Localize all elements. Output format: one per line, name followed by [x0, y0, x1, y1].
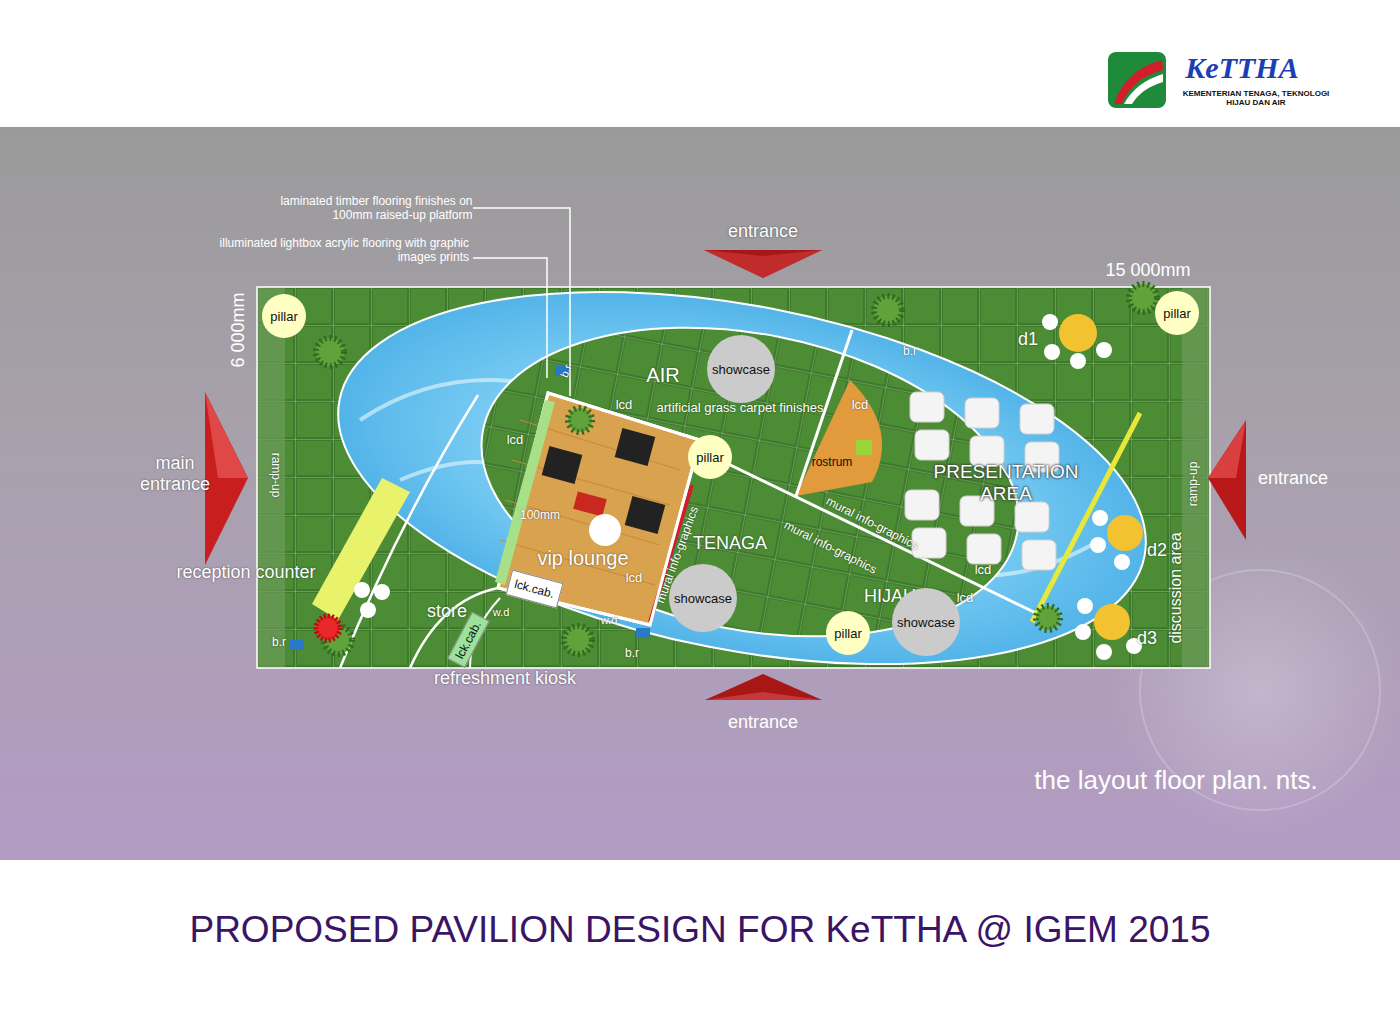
bin-label: b.r [272, 636, 286, 650]
round-fixture: showcase [669, 564, 737, 632]
ramp-label: ramp-up [1187, 462, 1201, 507]
screen-label: lcd [616, 398, 633, 413]
logo-subtitle: KEMENTERIAN TENAGA, TEKNOLOGI HIJAU DAN … [1171, 89, 1341, 107]
round-fixture: showcase [707, 335, 775, 403]
dimension: 15 000mm [1105, 260, 1190, 281]
node-text: pillar [270, 309, 297, 324]
node-text: lck.cab. [513, 577, 556, 601]
door-label: w.d [601, 614, 618, 627]
node-text: pillar [834, 626, 861, 641]
kiosk-label: refreshment kiosk [434, 668, 576, 689]
zone-label: TENAGA [693, 533, 767, 554]
page-title: PROPOSED PAVILION DESIGN FOR KeTTHA @ IG… [189, 909, 1210, 952]
screen-label: lcd [975, 563, 992, 578]
bin-label: b.r [625, 647, 639, 661]
zone-label: vip lounge [537, 547, 628, 570]
plan-caption: the layout floor plan. nts. [1034, 766, 1317, 796]
rostrum-label: rostrum [812, 456, 853, 470]
entrance-label: entrance [1258, 468, 1328, 489]
bin-label: b.r [903, 345, 917, 359]
screen-label: lcd [507, 433, 524, 448]
dimension: 6 000mm [228, 292, 249, 367]
bin-label: b.r [558, 363, 574, 379]
counter-label: reception counter [176, 562, 315, 583]
entrance-label: entrance [728, 712, 798, 733]
table-label: d2 [1147, 540, 1167, 561]
dimension: 100mm [520, 509, 560, 523]
node-text: pillar [696, 450, 723, 465]
screen-label: lcd [626, 571, 643, 586]
zone-label: PRESENTATION AREA [921, 461, 1091, 505]
node-text: lck.cab. [452, 619, 483, 661]
node-text: pillar [1163, 306, 1190, 321]
table-label: d1 [1018, 329, 1038, 350]
door-label: w.d [493, 606, 510, 619]
round-fixture: pillar [1155, 291, 1199, 335]
screen-label: lcd [957, 591, 974, 606]
cabinet-box: lck.cab. [505, 570, 563, 609]
zone-label: discussion area [1167, 532, 1185, 643]
round-fixture: pillar [688, 435, 732, 479]
entrance-label: main entrance [135, 453, 215, 494]
ramp-label: ramp-up [268, 453, 282, 498]
entrance-label: entrance [728, 221, 798, 242]
node-text: showcase [674, 591, 732, 606]
callout-note: laminated timber flooring finishes on 10… [258, 195, 473, 223]
table-label: d3 [1137, 628, 1157, 649]
screen-label: lcd [852, 398, 869, 413]
node-text: showcase [712, 362, 770, 377]
logo-wordmark: KeTTHA [1185, 51, 1298, 86]
round-fixture: pillar [262, 294, 306, 338]
callout-note: illuminated lightbox acrylic flooring wi… [209, 237, 469, 265]
room-label: store [427, 601, 467, 622]
round-fixture: pillar [826, 611, 870, 655]
round-fixture: showcase [892, 588, 960, 656]
zone-label: AIR [646, 364, 679, 387]
node-text: showcase [897, 615, 955, 630]
